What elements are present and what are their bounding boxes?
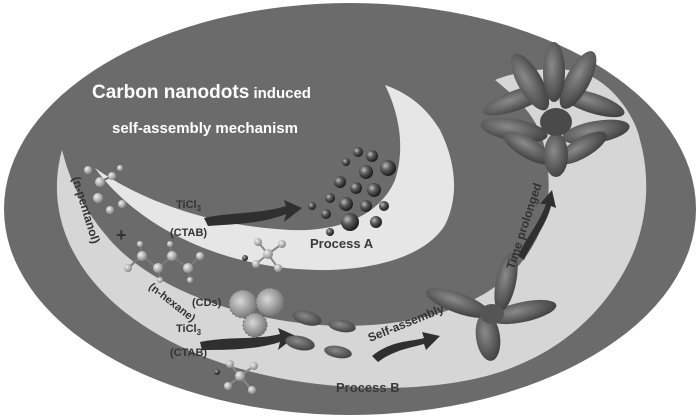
inner-lobe: [120, 95, 392, 211]
molecule-icon: [242, 238, 286, 272]
molecule-icon: [124, 241, 204, 283]
flower-structure-icon: [480, 42, 630, 177]
process-b-label: Process B: [336, 380, 400, 395]
reagent-a-bottom: (CTAB): [170, 227, 207, 239]
nanoparticle-cluster-icon: [308, 147, 396, 236]
reagent-b-top: TiCl3: [176, 323, 202, 337]
reagent-a-top: TiCl3: [176, 199, 202, 213]
cross-structure-icon: [425, 252, 557, 361]
ellipsoid-particle-icon: [285, 310, 356, 359]
carbon-dot-icon: [228, 287, 285, 338]
curved-arrow-icon: [518, 190, 556, 260]
cds-label: (CDs): [192, 297, 222, 309]
process-a-band: [95, 85, 455, 271]
title-bold: Carbon nanodots: [92, 82, 249, 103]
process-a-label: Process A: [310, 236, 374, 251]
curved-arrow-icon: [204, 200, 302, 226]
molecule-icon: [84, 165, 126, 214]
molecule-icon: [214, 360, 258, 394]
curved-arrow-icon: [372, 332, 440, 362]
title-rest: induced: [249, 85, 311, 102]
title-line-2: self-assembly mechanism: [112, 120, 298, 137]
reagent-b-bottom: (CTAB): [170, 347, 207, 359]
title-line-1: Carbon nanodots induced: [92, 82, 311, 103]
plus-sign: +: [116, 225, 127, 245]
curved-arrow-icon: [200, 328, 296, 350]
